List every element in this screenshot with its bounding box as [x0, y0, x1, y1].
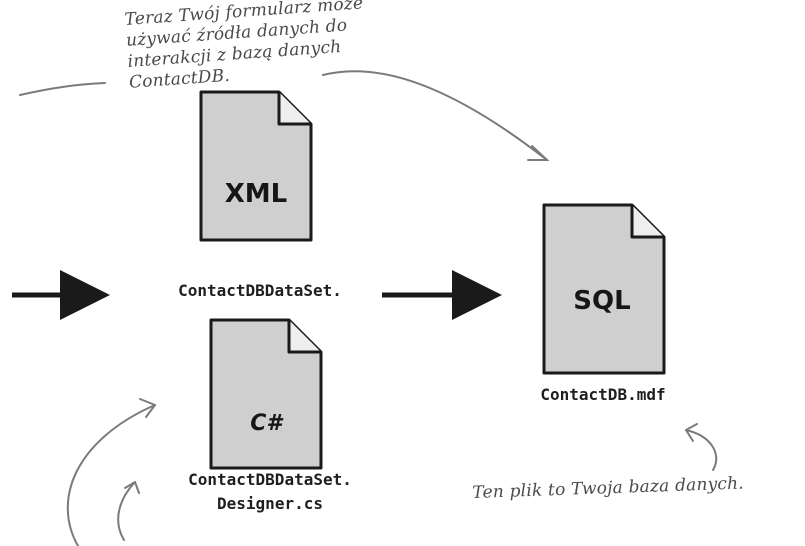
- xml-document-label: XML: [225, 179, 288, 209]
- designer-inner-arrowhead: [124, 481, 140, 494]
- bottom-note-curve-arrow: [685, 429, 718, 471]
- top-note-left-curve: [19, 82, 106, 96]
- designer-left-curve-arrow: [66, 404, 156, 546]
- designer-left-arrowhead: [139, 398, 156, 418]
- sql-document-label: SQL: [573, 286, 630, 316]
- xml-document-icon: XML: [199, 90, 313, 242]
- top-note-right-arrow: [322, 70, 548, 161]
- sql-filename: ContactDB.mdf: [540, 385, 666, 404]
- bottom-note-arrowhead: [685, 423, 698, 442]
- csharp-filename: ContactDBDataSet. Designer.cs: [150, 468, 390, 516]
- designer-inner-curve-arrow: [117, 481, 136, 541]
- csharp-document-label: C#: [250, 411, 284, 436]
- xml-filename: ContactDBDataSet.: [178, 281, 342, 300]
- sql-document-icon: SQL: [542, 203, 666, 375]
- top-note-right-arrowhead: [527, 145, 550, 161]
- csharp-document-icon: C#: [209, 318, 323, 470]
- csharp-filename-line2: Designer.cs: [217, 494, 323, 513]
- csharp-filename-line1: ContactDBDataSet.: [188, 470, 352, 489]
